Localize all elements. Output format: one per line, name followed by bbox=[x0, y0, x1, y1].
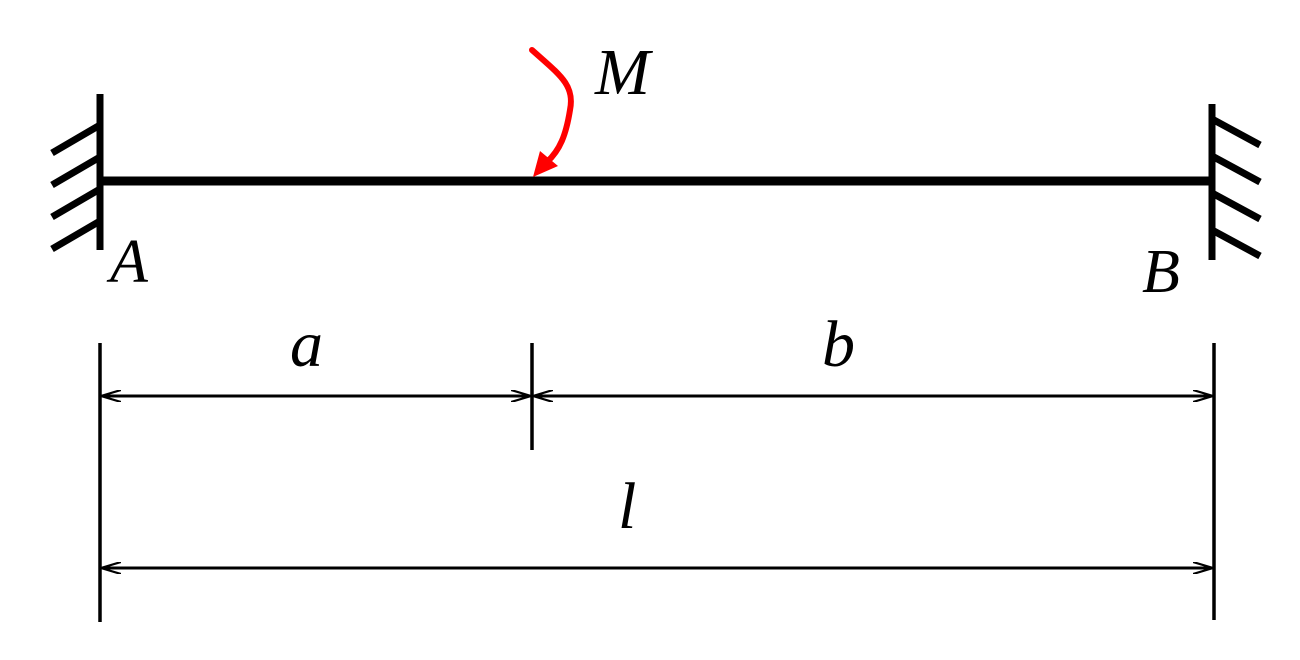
dimension-b-label: b bbox=[822, 308, 855, 381]
fixed-support-left-icon bbox=[50, 94, 104, 253]
support-a-label: A bbox=[106, 228, 149, 296]
dimension-l-label: l bbox=[618, 470, 636, 543]
fixed-support-right-icon bbox=[1208, 104, 1262, 260]
support-b-label: B bbox=[1142, 238, 1180, 306]
dimension-a-label: a bbox=[290, 308, 323, 381]
moment-arrow-icon bbox=[529, 47, 574, 177]
moment-label: M bbox=[594, 36, 654, 109]
